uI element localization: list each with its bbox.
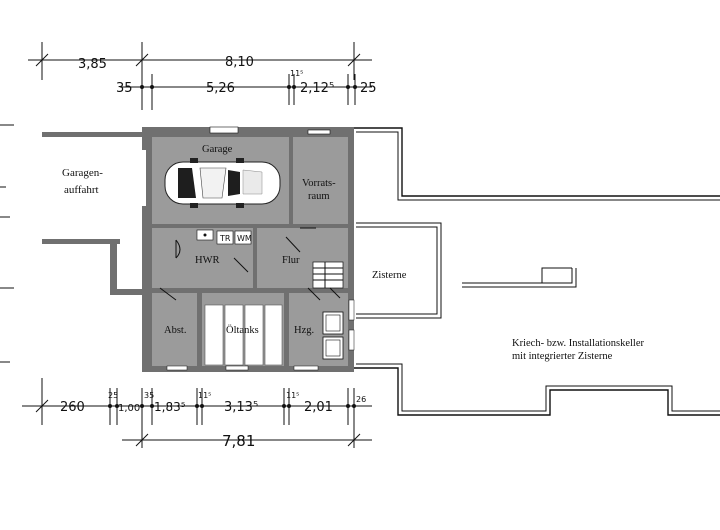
room-abst: [152, 293, 197, 366]
dim-row2-sup: 11⁵: [290, 69, 303, 78]
dim-bottom-h: 11⁵: [286, 391, 299, 400]
dim-bottom-c: 1,00: [118, 403, 140, 414]
dim-bottom-j: 26: [356, 395, 366, 404]
oil-tanks: [204, 304, 283, 366]
door-swings: [159, 227, 341, 301]
room-vorratsraum: [293, 137, 348, 224]
dim-bottom-b: 25: [108, 391, 118, 400]
heating-units: [322, 311, 344, 360]
oeltanks-label: Öltanks: [226, 324, 259, 336]
dim-bottom-total: 7,81: [222, 432, 255, 450]
dim-row2-left: 35: [116, 81, 133, 96]
driveway-outline: [0, 124, 142, 363]
dim-top-right: 8,10: [225, 55, 254, 70]
dim-row2-end: 25: [360, 81, 377, 96]
basement-outline: [354, 127, 720, 416]
garagenauffahrt-label-1: Garagen-: [62, 167, 103, 179]
dim-bottom-d: 35: [144, 391, 154, 400]
flur-label: Flur: [282, 255, 300, 266]
garagenauffahrt-label-2: auffahrt: [64, 184, 99, 196]
abst-label: Abst.: [164, 325, 186, 336]
tr-label: TR: [219, 234, 231, 243]
hwr-label: HWR: [195, 255, 220, 266]
dim-bottom-a: 260: [60, 400, 85, 415]
dim-bottom-e: 1,83⁵: [154, 400, 186, 414]
stairs: [312, 261, 344, 289]
vorratsraum-label-1: Vorrats-: [302, 178, 336, 189]
top-dimension-lines: [28, 42, 372, 110]
dim-bottom-g: 3,13⁵: [224, 400, 258, 415]
hzg-label: Hzg.: [294, 325, 314, 336]
wm-label: WM: [237, 234, 252, 243]
dim-bottom-f: 11⁵: [198, 391, 211, 400]
keller-label-1: Kriech- bzw. Installationskeller: [512, 338, 644, 349]
hwr-fixtures: [196, 229, 252, 245]
keller-label-2: mit integrierter Zisterne: [512, 351, 613, 362]
bottom-dimension-lines: [22, 378, 372, 448]
garage-label: Garage: [202, 144, 233, 155]
dim-row2-mid: 5,26: [206, 81, 235, 96]
zisterne-label: Zisterne: [372, 270, 407, 281]
dim-top-left: 3,85: [78, 57, 107, 72]
dim-bottom-i: 2,01: [304, 400, 333, 415]
vorratsraum-label-2: raum: [308, 191, 330, 202]
dim-row2-right: 2,12⁵: [300, 81, 334, 96]
car-icon: [164, 158, 281, 208]
